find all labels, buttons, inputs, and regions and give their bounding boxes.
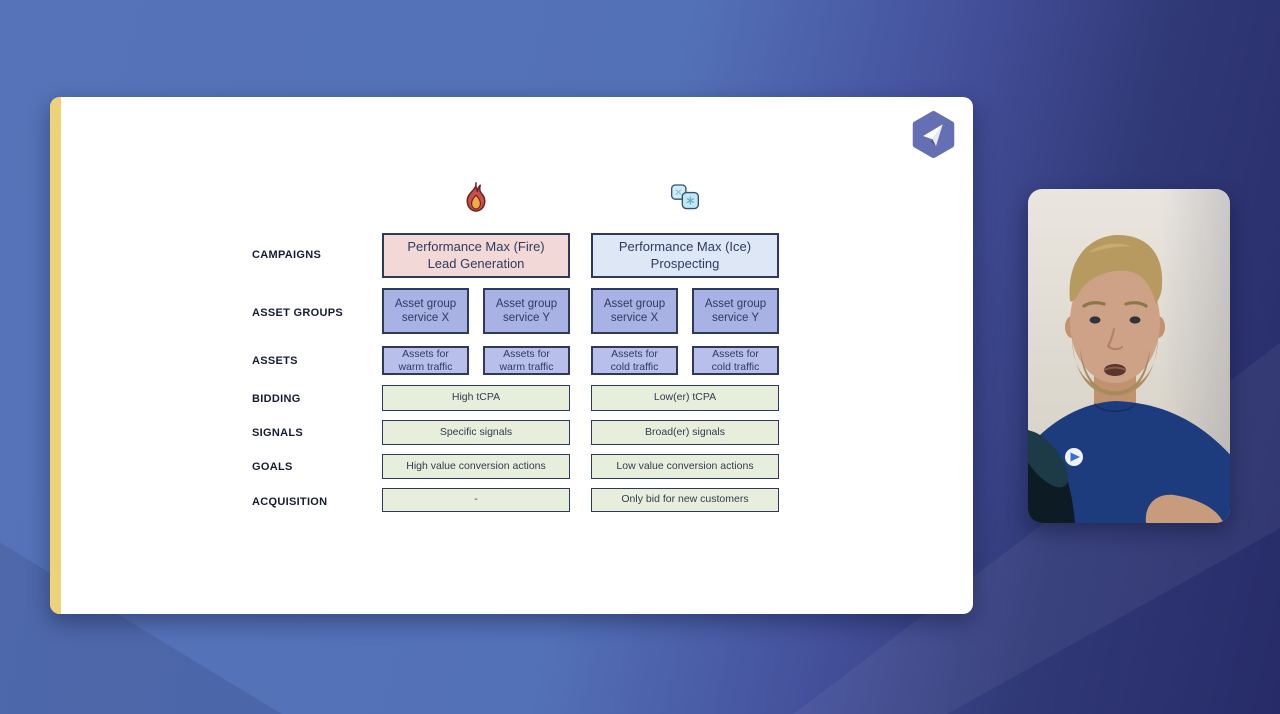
goals-box-ice: Low value conversion actions xyxy=(591,454,779,479)
campaign-box-ice: Performance Max (Ice) Prospecting xyxy=(591,233,779,278)
asset-group-box: Asset group service X xyxy=(382,288,469,334)
bidding-box-fire: High tCPA xyxy=(382,385,570,411)
assets-box: Assets for warm traffic xyxy=(382,346,469,375)
row-label-bidding: BIDDING xyxy=(252,393,301,405)
webcam-video xyxy=(1028,189,1230,523)
fire-icon xyxy=(460,181,492,213)
hexagon-paper-plane-logo xyxy=(910,111,957,158)
row-label-campaigns: CAMPAIGNS xyxy=(252,249,322,261)
presenter-hair xyxy=(1069,234,1163,304)
presenter xyxy=(1028,189,1230,523)
assets-box: Assets for cold traffic xyxy=(591,346,678,375)
presentation-slide: CAMPAIGNS ASSET GROUPS ASSETS BIDDING SI… xyxy=(50,97,973,614)
signals-box-fire: Specific signals xyxy=(382,420,570,445)
campaign-box-fire: Performance Max (Fire) Lead Generation xyxy=(382,233,570,278)
acquisition-box-fire: - xyxy=(382,488,570,512)
acquisition-box-ice: Only bid for new customers xyxy=(591,488,779,512)
asset-group-box: Asset group service X xyxy=(591,288,678,334)
asset-group-box: Asset group service Y xyxy=(692,288,779,334)
bidding-box-ice: Low(er) tCPA xyxy=(591,385,779,411)
slide-accent-stripe xyxy=(50,97,61,614)
goals-box-fire: High value conversion actions xyxy=(382,454,570,479)
row-label-goals: GOALS xyxy=(252,461,293,473)
row-label-assets: ASSETS xyxy=(252,355,298,367)
presenter-hand xyxy=(1145,494,1224,523)
presenter-shirt xyxy=(1028,401,1230,523)
signals-box-ice: Broad(er) signals xyxy=(591,420,779,445)
row-label-acquisition: ACQUISITION xyxy=(252,496,328,508)
assets-box: Assets for warm traffic xyxy=(483,346,570,375)
asset-group-box: Asset group service Y xyxy=(483,288,570,334)
row-label-asset-groups: ASSET GROUPS xyxy=(252,307,344,319)
row-label-signals: SIGNALS xyxy=(252,427,303,439)
presenter-face xyxy=(1070,261,1160,383)
ice-icon xyxy=(669,181,701,213)
assets-box: Assets for cold traffic xyxy=(692,346,779,375)
